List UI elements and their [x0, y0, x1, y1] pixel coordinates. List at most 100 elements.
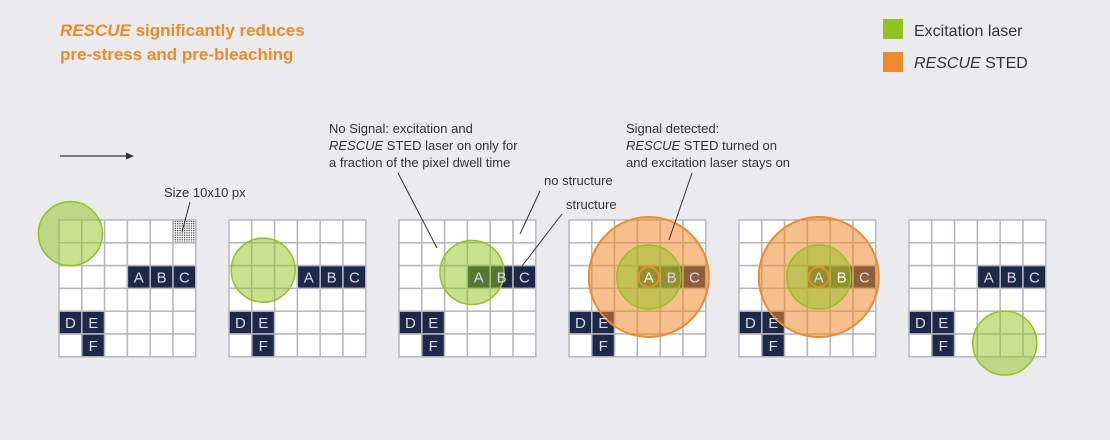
pixel [908, 333, 933, 358]
pixel [466, 333, 491, 358]
no-signal-line1: No Signal: excitation and [329, 121, 473, 136]
pixel [931, 264, 956, 290]
pixel [1022, 242, 1047, 267]
pixel [342, 219, 367, 244]
excitation-beam [616, 244, 682, 310]
pixel [783, 333, 809, 358]
structure-label: structure [566, 197, 617, 212]
excitation-beam [972, 310, 1038, 376]
active-pixel-ring [637, 266, 660, 288]
pixel-label-F: F [939, 338, 948, 355]
pixel-label-F: F [599, 338, 608, 355]
pixel [976, 219, 1001, 244]
pixel [489, 219, 514, 244]
pixel [999, 219, 1024, 244]
pixel [829, 333, 854, 358]
pixel-label-B: B [327, 270, 337, 287]
pixel [568, 333, 593, 358]
pixel [489, 333, 514, 358]
signal-line3: and excitation laser stays on [626, 155, 790, 170]
pixel [342, 310, 367, 335]
title-line1: RESCUE significantly reduces [60, 21, 305, 40]
pixel [738, 287, 763, 312]
excitation-beam [439, 239, 505, 306]
pixel-label-E: E [938, 315, 948, 332]
legend-swatch-sted [883, 52, 903, 72]
pixel [126, 310, 151, 335]
pixel [999, 242, 1024, 267]
pixel [296, 310, 321, 335]
pixel [296, 242, 321, 267]
pixel [126, 242, 151, 267]
pixel [398, 242, 423, 267]
pixel-label-F: F [89, 338, 98, 355]
pixel [1022, 287, 1047, 312]
pixel [172, 242, 197, 267]
pixel-label-B: B [667, 270, 677, 287]
signal-line1: Signal detected: [626, 121, 719, 136]
pixel [568, 242, 593, 267]
pixel-label-F: F [429, 338, 438, 355]
pixel [149, 287, 174, 312]
pixel [931, 242, 956, 267]
pixel [466, 310, 491, 335]
pixel [908, 219, 933, 244]
pixel-label-D: D [915, 315, 926, 332]
pixel [273, 310, 299, 335]
pixel [228, 333, 253, 358]
pixel [999, 287, 1024, 312]
pixel [319, 310, 344, 335]
excitation-beam [786, 244, 852, 310]
pixel [58, 333, 83, 358]
pixel [512, 333, 537, 358]
pixel-label-B: B [497, 270, 507, 287]
pixel-label-D: D [405, 315, 416, 332]
pixel [342, 287, 367, 312]
excitation-beam [230, 237, 296, 303]
legend-label-sted: RESCUE STED [914, 55, 1028, 72]
pixel [296, 287, 321, 312]
pixel [319, 242, 344, 267]
pixel [81, 264, 106, 290]
pixel [342, 333, 367, 358]
pixel-label-A: A [134, 270, 144, 287]
no-structure-label: no structure [544, 173, 613, 188]
pixel [443, 310, 469, 335]
no-structure-pointer [519, 190, 541, 235]
pixel-label-C: C [179, 270, 190, 287]
pixel [908, 242, 933, 267]
pixel [228, 219, 253, 244]
pixel [58, 264, 83, 290]
pixel [103, 242, 129, 267]
pixel [852, 333, 877, 358]
title-line2: pre-stress and pre-bleaching [60, 45, 293, 64]
pixel [149, 242, 174, 267]
pixel-label-D: D [65, 315, 76, 332]
pixel [953, 310, 979, 335]
pixel [682, 333, 707, 358]
pixel [126, 287, 151, 312]
pixel-label-E: E [428, 315, 438, 332]
pixel [1022, 219, 1047, 244]
pixel [953, 219, 979, 244]
pixel-label-D: D [575, 315, 586, 332]
pixel [738, 219, 763, 244]
pixel [908, 287, 933, 312]
pixel [738, 242, 763, 267]
pixel [126, 219, 151, 244]
pixel-label-B: B [1007, 270, 1017, 287]
active-pixel-ring [807, 266, 830, 288]
pixel [443, 333, 469, 358]
pixel [103, 264, 129, 290]
pixel-label-A: A [984, 270, 994, 287]
pixel [149, 219, 174, 244]
pixel [931, 219, 956, 244]
pixel-label-E: E [258, 315, 268, 332]
signal-pointer [668, 172, 693, 241]
structure-pointer [521, 213, 563, 267]
pixel-label-B: B [157, 270, 167, 287]
